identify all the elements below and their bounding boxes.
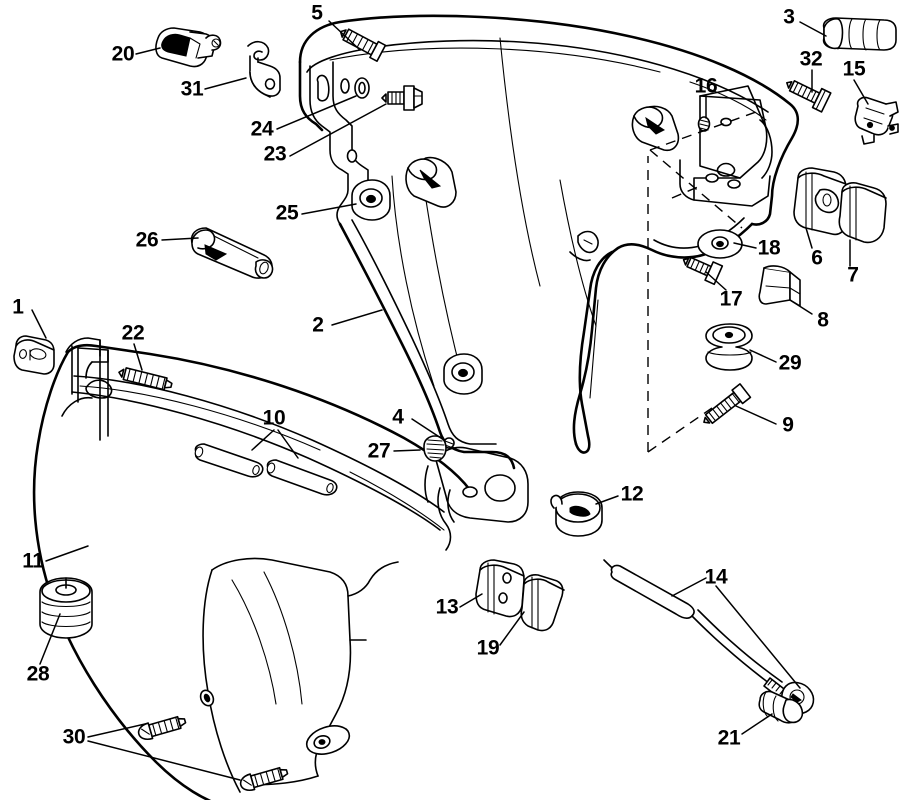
port-cover-boss: [305, 725, 351, 755]
part-screw-thread: [118, 367, 173, 391]
callout-10: 10: [262, 406, 286, 430]
part-tube-sleeve: [190, 227, 274, 279]
part-flat-washer: [354, 77, 370, 99]
part-screw-hex-head: [786, 80, 832, 113]
callout-7: 7: [847, 263, 859, 287]
part-seal-strips: [194, 443, 338, 496]
part-ribbed-sleeve: [822, 17, 897, 51]
callout-32: 32: [799, 47, 823, 71]
part-hex-bolt: [381, 85, 423, 111]
part-stacked-grommet: [39, 577, 93, 639]
callout-2: 2: [312, 313, 324, 337]
callout-28: 28: [26, 662, 50, 686]
part-wedge-pad: [520, 574, 565, 632]
rear-bracket-block: [679, 85, 773, 207]
assembly-guide-lines: [647, 111, 757, 453]
part-screws-pair: [137, 715, 289, 792]
part-wedge-block: [758, 265, 801, 307]
part-screw-machine: [703, 383, 752, 425]
part-knob-fastener: [550, 491, 603, 537]
callout-16: 16: [694, 74, 718, 98]
part-grommet-plug: [13, 335, 55, 375]
part-bushing-installed: [697, 116, 711, 132]
part-washer: [697, 229, 743, 259]
part-pulley-grommet: [705, 323, 753, 371]
callout-22: 22: [121, 321, 145, 345]
callout-3: 3: [783, 5, 795, 29]
callout-30: 30: [62, 725, 86, 749]
part-cable-grommet: [758, 690, 804, 724]
callout-17: 17: [719, 287, 743, 311]
port-cover-tab: [61, 337, 113, 441]
callout-8: 8: [817, 308, 829, 332]
callout-21: 21: [717, 726, 741, 750]
part-mount-grommet-installed: [351, 179, 391, 221]
callout-1: 1: [12, 295, 24, 319]
part-latch-bracket: [793, 167, 847, 236]
callout-5: 5: [311, 1, 323, 25]
callout-27: 27: [367, 439, 391, 463]
cover-boss-left: [405, 156, 457, 208]
callout-14: 14: [704, 565, 728, 589]
callout-9: 9: [782, 413, 794, 437]
port-cover-hinge-pocket: [424, 446, 529, 551]
callout-29: 29: [778, 351, 802, 375]
part-lower-engine-cover-port: [32, 337, 529, 800]
callout-12: 12: [620, 482, 644, 506]
callout-25: 25: [275, 201, 299, 225]
part-hinge-plate: [475, 559, 525, 618]
part-clamp-fitting: [854, 96, 899, 145]
callout-4: 4: [392, 405, 404, 429]
part-nut-knurled: [423, 435, 447, 462]
callout-26: 26: [135, 228, 159, 252]
part-lower-engine-cover-starboard: [298, 14, 800, 470]
callout-15: 15: [842, 57, 866, 81]
callout-24: 24: [250, 117, 274, 141]
part-hook-link: [247, 40, 281, 98]
callout-11: 11: [22, 549, 44, 573]
part-latch-handle: [155, 27, 222, 68]
callout-6: 6: [811, 246, 823, 270]
callout-23: 23: [263, 142, 287, 166]
part-screw-shoulder: [682, 256, 724, 286]
cover-boss-right: [631, 105, 680, 152]
grommet-lower: [443, 353, 483, 395]
callout-13: 13: [435, 595, 459, 619]
part-latch-cover: [838, 182, 887, 244]
callout-31: 31: [180, 77, 204, 101]
leader-lines: [31, 20, 869, 781]
callout-19: 19: [476, 636, 500, 660]
callout-18: 18: [757, 236, 781, 260]
callout-20: 20: [111, 42, 135, 66]
port-cover-screwhole: [199, 689, 215, 707]
